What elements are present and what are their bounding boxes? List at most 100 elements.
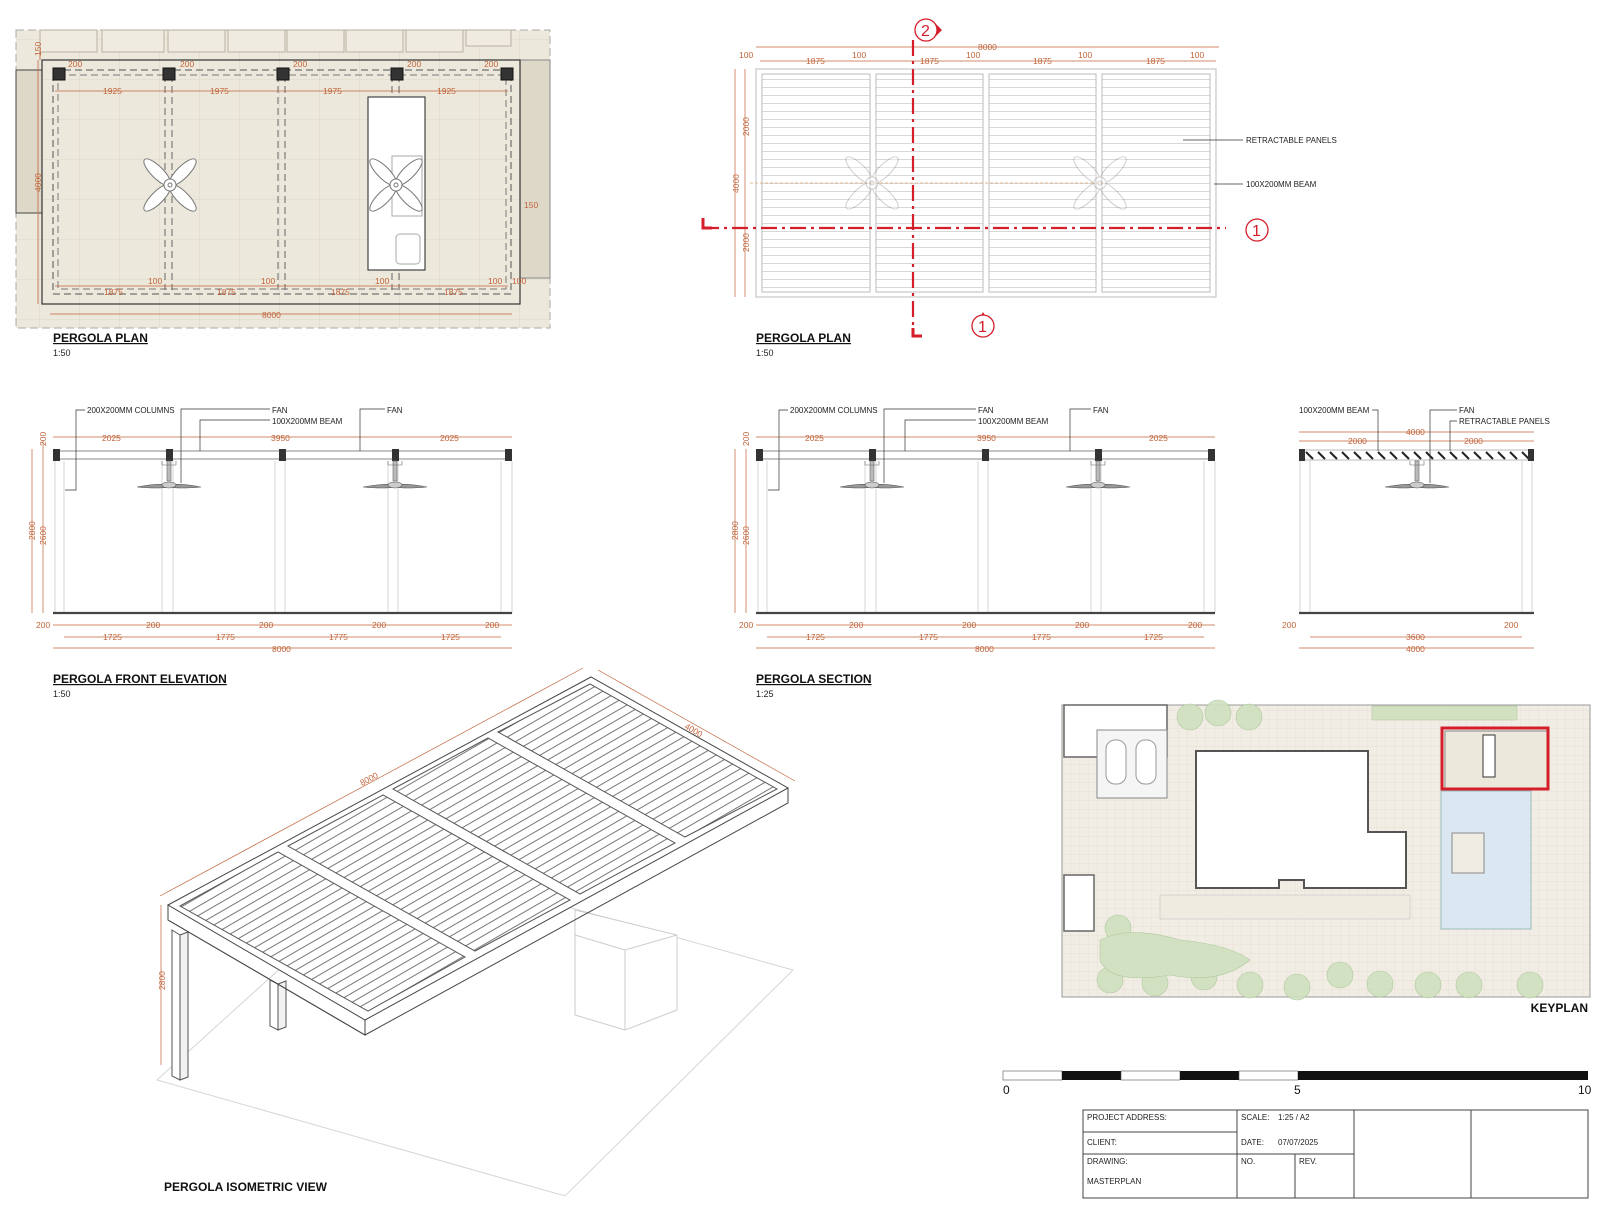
dim-label: 2025 xyxy=(440,433,459,443)
svg-text:1: 1 xyxy=(1252,223,1261,240)
dim-label: 1875 xyxy=(806,56,825,66)
view-title: KEYPLAN xyxy=(1531,1001,1588,1015)
dim-label: 1875 xyxy=(331,287,350,297)
dim-label: 100 xyxy=(375,276,389,286)
dim-label: 200 xyxy=(962,620,976,630)
pergola-plan-rendered: 200 200 200 200 200 1925 1975 1975 1925 … xyxy=(15,29,551,358)
dim-label: 2000 xyxy=(741,117,751,136)
dim-label: 150 xyxy=(33,42,43,56)
dim-label: 200 xyxy=(259,620,273,630)
pergola-side-section: 100X200MM BEAM FAN RETRACTABLE PANELS 40… xyxy=(1282,406,1550,654)
label-beam: 100X200MM BEAM xyxy=(978,417,1049,426)
dim-label: 1875 xyxy=(104,287,123,297)
dim-label: 2600 xyxy=(38,526,48,545)
section-marker-2[interactable]: 2 xyxy=(914,18,942,42)
label-fan: FAN xyxy=(1093,406,1109,415)
ceiling-fan-icon xyxy=(1384,460,1450,489)
keyplan-highlight xyxy=(1440,726,1550,791)
dim-label: 100 xyxy=(1078,50,1092,60)
ceiling-fan-icon xyxy=(362,460,428,489)
dim-label: 200 xyxy=(1282,620,1296,630)
date-value: 07/07/2025 xyxy=(1278,1138,1319,1147)
label-columns: 200X200MM COLUMNS xyxy=(790,406,878,415)
dim-label: 200 xyxy=(1504,620,1518,630)
dim-label: 2025 xyxy=(1149,433,1168,443)
dim-label: 1925 xyxy=(103,86,122,96)
label-retractable-panels: RETRACTABLE PANELS xyxy=(1246,136,1337,145)
view-title: PERGOLA SECTION xyxy=(756,672,872,686)
dim-label: 1875 xyxy=(1033,56,1052,66)
ceiling-fan-icon xyxy=(136,460,202,489)
label-fan: FAN xyxy=(272,406,288,415)
dim-label: 1725 xyxy=(441,632,460,642)
dim-label: 1775 xyxy=(1032,632,1051,642)
dim-label: 200 xyxy=(484,59,498,69)
dim-label: 1875 xyxy=(920,56,939,66)
dim-label: 1975 xyxy=(323,86,342,96)
dim-label: 1875 xyxy=(444,287,463,297)
scale-bar-label: 5 xyxy=(1294,1083,1301,1097)
dim-label: 100 xyxy=(852,50,866,60)
dim-label: 2800 xyxy=(730,521,740,540)
title-block: PROJECT ADDRESS: CLIENT: DRAWING: MASTER… xyxy=(1082,1109,1589,1199)
scale-bar: 0 5 10 xyxy=(1002,1070,1592,1097)
dim-label: 2800 xyxy=(27,521,37,540)
dim-label: 8000 xyxy=(262,310,281,320)
view-title: PERGOLA PLAN xyxy=(756,331,851,345)
dim-label: 200 xyxy=(293,59,307,69)
dim-label: 200 xyxy=(372,620,386,630)
dim-label: 1725 xyxy=(103,632,122,642)
section-marker-1-vertical[interactable]: 1 xyxy=(971,312,995,338)
dim-label: 200 xyxy=(407,59,421,69)
rev-label: REV. xyxy=(1299,1157,1317,1166)
dim-label: 2025 xyxy=(805,433,824,443)
pergola-section: 200X200MM COLUMNS FAN 100X200MM BEAM FAN… xyxy=(730,406,1216,699)
label-beam: 100X200MM BEAM xyxy=(272,417,343,426)
pergola-plan-line: 8000 100 100 100 100 100 1875 1875 1875 … xyxy=(701,18,1337,358)
date-label: DATE: xyxy=(1241,1138,1264,1147)
client-label: CLIENT: xyxy=(1087,1138,1117,1147)
project-address-label: PROJECT ADDRESS: xyxy=(1087,1113,1167,1122)
dim-label: 100 xyxy=(512,276,526,286)
dim-label: 2600 xyxy=(741,526,751,545)
dim-label: 1875 xyxy=(217,287,236,297)
view-scale: 1:25 xyxy=(756,689,774,699)
dim-label: 3950 xyxy=(977,433,996,443)
scale-value: 1:25 / A2 xyxy=(1278,1113,1310,1122)
view-title: PERGOLA ISOMETRIC VIEW xyxy=(164,1180,328,1194)
scale-bar-label: 10 xyxy=(1578,1083,1592,1097)
no-label: NO. xyxy=(1241,1157,1255,1166)
section-marker-1-horizontal[interactable]: 1 xyxy=(1245,218,1269,242)
dim-label: 1775 xyxy=(329,632,348,642)
pergola-isometric-view: 8000 4000 2800 PERGOLA ISOMETRIC VIEW xyxy=(155,667,796,1197)
dim-label: 1775 xyxy=(216,632,235,642)
label-fan: FAN xyxy=(1459,406,1475,415)
label-fan: FAN xyxy=(387,406,403,415)
dim-label: 2000 xyxy=(741,233,751,252)
dim-label: 100 xyxy=(488,276,502,286)
dim-label: 100 xyxy=(148,276,162,286)
dim-label: 100 xyxy=(1190,50,1204,60)
label-fan: FAN xyxy=(978,406,994,415)
dim-label: 4000 xyxy=(33,173,43,192)
dim-label: 8000 xyxy=(358,770,380,788)
dim-label: 200 xyxy=(1188,620,1202,630)
svg-text:1: 1 xyxy=(978,319,987,336)
ceiling-fan-icon xyxy=(839,460,905,489)
dim-label: 8000 xyxy=(272,644,291,654)
dim-label: 8000 xyxy=(975,644,994,654)
dim-label: 200 xyxy=(68,59,82,69)
label-retractable-panels: RETRACTABLE PANELS xyxy=(1459,417,1550,426)
svg-text:2: 2 xyxy=(921,23,930,40)
dim-label: 2800 xyxy=(157,971,167,990)
drawing-label: DRAWING: xyxy=(1087,1157,1128,1166)
label-beam: 100X200MM BEAM xyxy=(1246,180,1317,189)
dim-label: 1725 xyxy=(806,632,825,642)
view-title: PERGOLA PLAN xyxy=(53,331,148,345)
label-beam: 100X200MM BEAM xyxy=(1299,406,1370,415)
dim-label: 1875 xyxy=(1146,56,1165,66)
dim-label: 200 xyxy=(146,620,160,630)
dim-label: 3950 xyxy=(271,433,290,443)
dim-label: 200 xyxy=(485,620,499,630)
